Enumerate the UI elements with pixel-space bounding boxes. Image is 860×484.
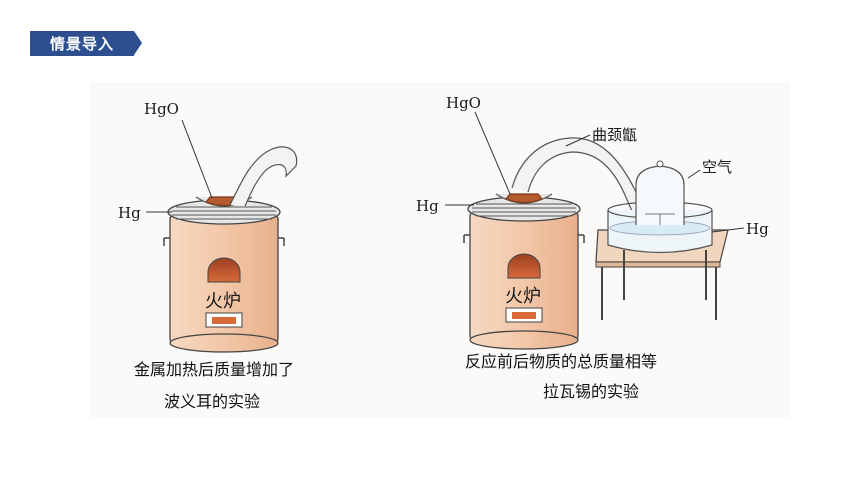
left-furnace xyxy=(163,199,285,353)
left-hgo-label: HgO xyxy=(144,100,179,118)
left-caption-line1: 金属加热后质量增加了 xyxy=(134,360,295,379)
left-caption-line2: 波义耳的实验 xyxy=(164,392,261,411)
section-tag: 情景导入 xyxy=(30,31,142,56)
left-furnace-text: 火炉 xyxy=(205,291,241,312)
left-hg-label: Hg xyxy=(118,204,141,222)
right-retort xyxy=(445,111,646,219)
right-furnace xyxy=(463,196,585,350)
right-caption-line1: 反应前后物质的总质量相等 xyxy=(465,352,658,371)
right-caption-line2: 拉瓦锡的实验 xyxy=(543,382,640,401)
right-hgo-label: HgO xyxy=(446,94,481,112)
retort-label: 曲颈甑 xyxy=(592,126,638,144)
right-hg-label-left: Hg xyxy=(416,197,439,215)
table-with-trough xyxy=(595,160,745,320)
left-retort xyxy=(146,119,298,213)
right-furnace-text: 火炉 xyxy=(505,286,541,307)
right-hg-label-right: Hg xyxy=(746,220,769,238)
air-label: 空气 xyxy=(702,158,733,176)
